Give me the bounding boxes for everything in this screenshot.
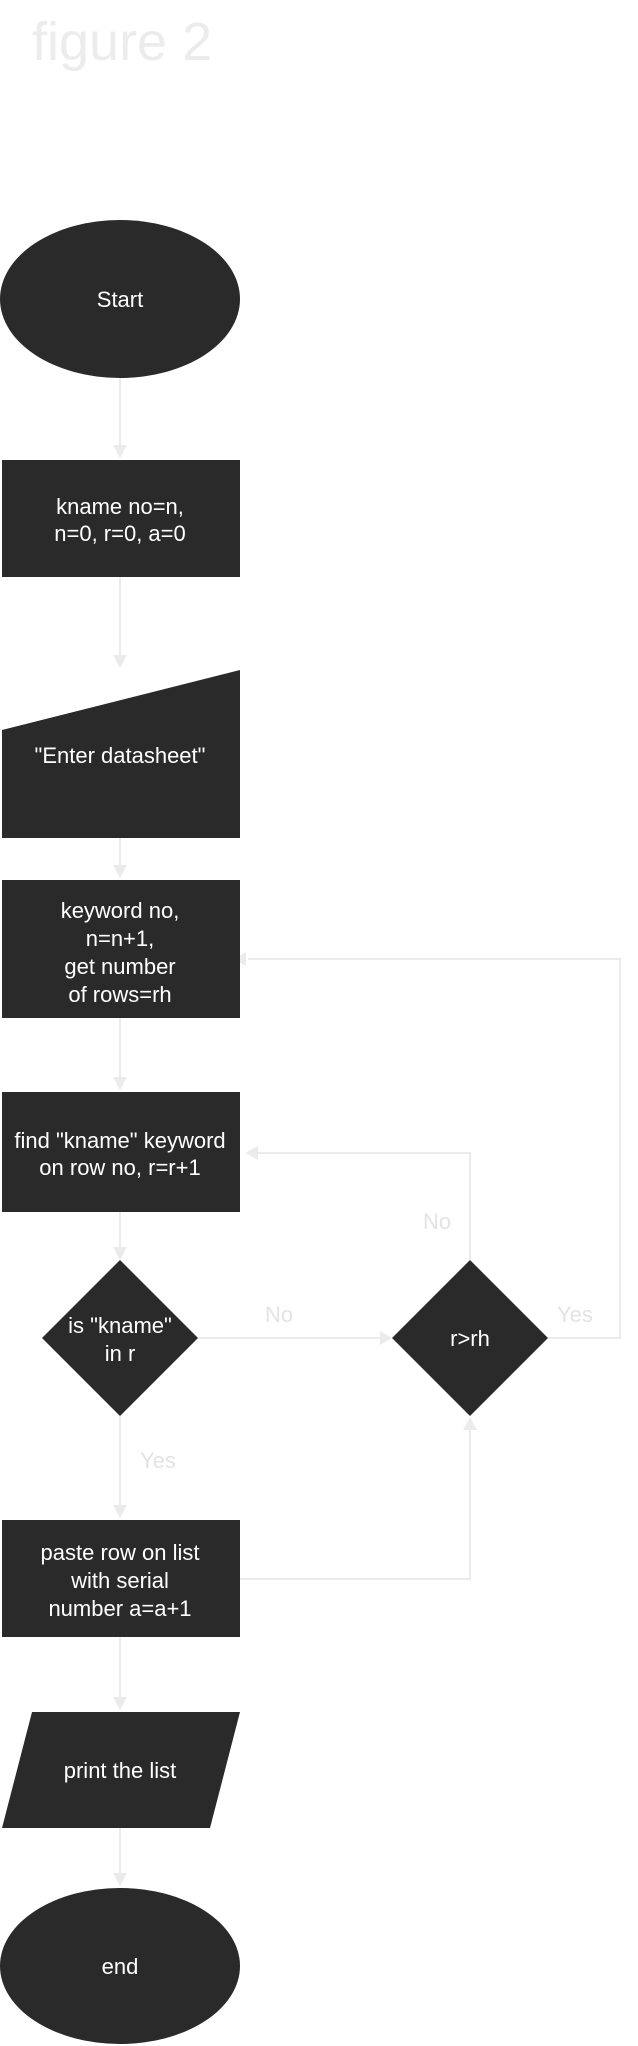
keyword-label-line-2: n=n+1, [86, 926, 155, 951]
decision-rows-node: r>rh [392, 1260, 548, 1416]
start-label: Start [97, 287, 143, 312]
edge-label-rows-yes: Yes [557, 1302, 593, 1327]
decision-kname-node: is "kname" in r [42, 1260, 198, 1416]
decision-rows-label: r>rh [450, 1326, 490, 1351]
init-process-box [2, 460, 240, 577]
find-label-line-2: on row no, r=r+1 [39, 1155, 200, 1180]
find-node: find "kname" keyword on row no, r=r+1 [2, 1092, 240, 1212]
arrowhead [113, 1697, 127, 1710]
keyword-node: keyword no, n=n+1, get number of rows=rh [2, 880, 240, 1018]
arrowhead [113, 1077, 127, 1090]
enter-manual-input-shape [2, 670, 240, 838]
arrowhead [113, 1247, 127, 1260]
keyword-process-box [2, 880, 240, 1018]
figure-title: figure 2 [32, 12, 212, 72]
decision-rows-diamond [392, 1260, 548, 1416]
decision-kname-diamond [42, 1260, 198, 1416]
end-node: end [0, 1888, 240, 2044]
keyword-label-line-4: of rows=rh [68, 982, 171, 1007]
edge-label-rows-no: No [423, 1209, 451, 1234]
keyword-label-line-3: get number [64, 954, 175, 979]
arrowhead [245, 1146, 258, 1160]
paste-node: paste row on list with serial number a=a… [2, 1520, 240, 1637]
find-process-box [2, 1092, 240, 1212]
end-label: end [102, 1954, 139, 1979]
print-node: print the list [2, 1712, 240, 1828]
enter-node: "Enter datasheet" [2, 670, 240, 838]
keyword-label-line-1: keyword no, [61, 898, 180, 923]
decision-kname-label-line-2: in r [105, 1341, 136, 1366]
edge-rows-no-to-find [256, 1152, 471, 1260]
edge-label-kname-yes: Yes [140, 1448, 176, 1473]
init-label-line-2: n=0, r=0, a=0 [54, 521, 186, 546]
arrowhead [113, 1505, 127, 1518]
edge-label-kname-no: No [265, 1302, 293, 1327]
paste-process-box [2, 1520, 240, 1637]
edge-rows-yes-to-keyword [248, 958, 621, 1339]
paste-label-line-1: paste row on list [41, 1540, 200, 1565]
init-label-line-1: kname no=n, [56, 494, 184, 519]
print-io-parallelogram [2, 1712, 240, 1828]
paste-label-line-2: with serial [70, 1568, 169, 1593]
arrowhead [113, 1873, 127, 1886]
edges [113, 378, 621, 1886]
arrowhead [113, 865, 127, 878]
edge-paste-to-rows [240, 1428, 471, 1580]
start-terminator [0, 220, 240, 378]
init-node: kname no=n, n=0, r=0, a=0 [2, 460, 240, 577]
enter-label: "Enter datasheet" [35, 743, 206, 768]
paste-label-line-3: number a=a+1 [48, 1596, 191, 1621]
arrowhead [380, 1331, 392, 1345]
end-terminator [0, 1888, 240, 2044]
decision-kname-label-line-1: is "kname" [68, 1313, 172, 1338]
find-label-line-1: find "kname" keyword [14, 1128, 225, 1153]
arrowhead [113, 655, 127, 668]
arrowhead [463, 1417, 477, 1430]
print-label: print the list [64, 1758, 177, 1783]
start-node: Start [0, 220, 240, 378]
arrowhead [113, 445, 127, 458]
